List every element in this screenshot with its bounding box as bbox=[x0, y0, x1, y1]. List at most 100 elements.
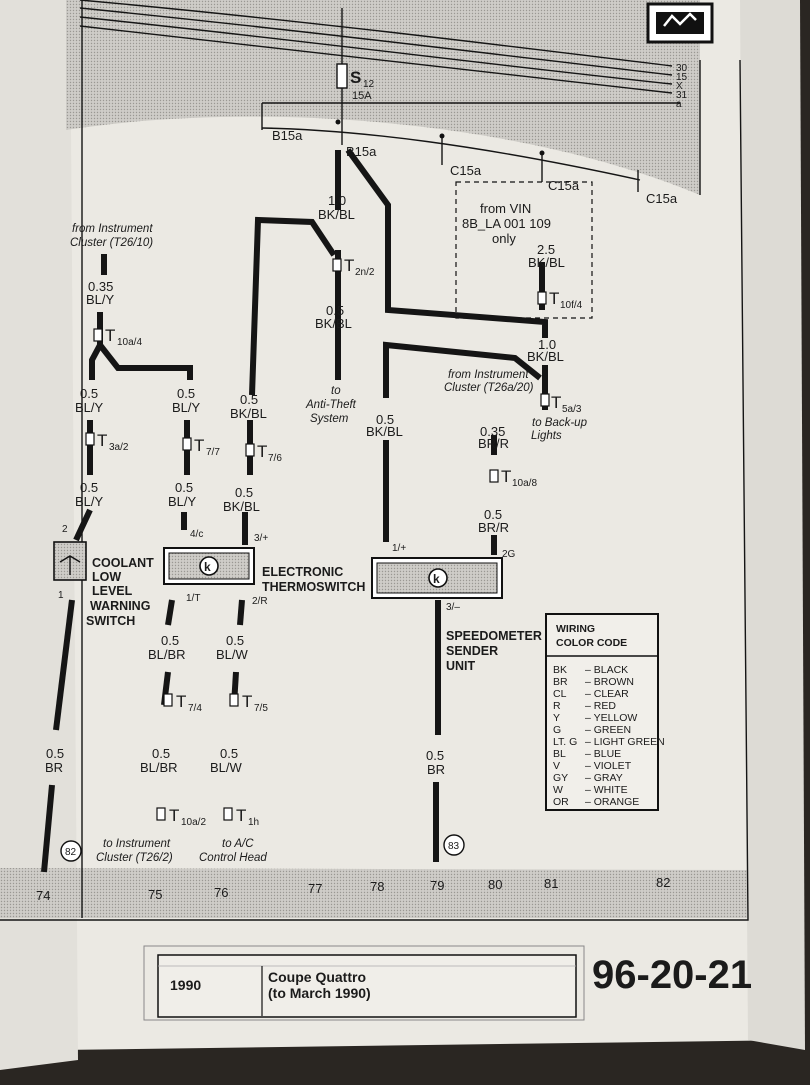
vin-dashed-box bbox=[455, 181, 593, 319]
legend-code: V bbox=[553, 760, 560, 772]
legend-items: BK – BLACK BR – BROWN CL – CLEAR R – RED… bbox=[553, 664, 665, 808]
wiring-color-legend bbox=[545, 613, 659, 811]
fuse-sub: 12 bbox=[363, 79, 375, 90]
wire-color-w4: BK/BL bbox=[527, 349, 564, 364]
legend-code: Y bbox=[553, 712, 560, 724]
conn-t3a2-sub: 3a/2 bbox=[109, 442, 129, 453]
wire-gauge-w5: 0.35 bbox=[88, 279, 113, 294]
thermo-l1: ELECTRONIC bbox=[262, 565, 343, 579]
wire-gauge-w10: 0.35 bbox=[480, 424, 505, 439]
wire-color-w3: BK/BL bbox=[528, 255, 565, 270]
left-page-edge bbox=[0, 0, 78, 1070]
anti-theft-l1: to bbox=[331, 385, 341, 397]
rail-label-30: 30 bbox=[676, 63, 688, 74]
page-number: 96-20-21 bbox=[592, 953, 752, 997]
pin-2g: 2G bbox=[502, 549, 516, 560]
column-79: 79 bbox=[430, 878, 444, 893]
pin-coolant-2: 2 bbox=[62, 524, 68, 535]
pin-2r: 2/R bbox=[252, 596, 268, 607]
wire-gauge-w2: 0.5 bbox=[326, 303, 344, 318]
to-ac-l1: to A/C bbox=[222, 838, 254, 850]
footer-model-2: (to March 1990) bbox=[268, 985, 371, 1001]
conn-t77-main: T bbox=[194, 436, 204, 455]
rail-label-a: a bbox=[676, 99, 682, 110]
right-page-edge bbox=[740, 0, 805, 1050]
wire-gauge-w11: 0.5 bbox=[80, 480, 98, 495]
ground-82-label: 82 bbox=[65, 847, 77, 858]
legend-code: R bbox=[553, 700, 561, 712]
footer-frame bbox=[143, 945, 585, 1021]
rail-band bbox=[66, 0, 700, 195]
wire-gauge-w15: 0.5 bbox=[161, 633, 179, 648]
column-81: 81 bbox=[544, 876, 558, 891]
conn-t76-sub: 7/6 bbox=[268, 453, 282, 464]
bus-b15a-left: B15a bbox=[272, 128, 303, 143]
bus-c15a-1: C15a bbox=[450, 163, 482, 178]
wire-color-w14: BR/R bbox=[478, 520, 509, 535]
from-cluster-1-l2: Cluster (T26/10) bbox=[70, 237, 153, 249]
fuse-id: S bbox=[350, 68, 361, 87]
to-ac-l2: Control Head bbox=[199, 852, 267, 864]
wire-color-w8: BK/BL bbox=[230, 406, 267, 421]
legend-name: – BLACK bbox=[585, 664, 628, 676]
conn-t10f4-sub: 10f/4 bbox=[560, 300, 583, 311]
rail-label-31: 31 bbox=[676, 90, 688, 101]
wire-color-w11: BL/Y bbox=[75, 494, 104, 509]
legend-code: G bbox=[553, 724, 561, 736]
wire-gauge-w12: 0.5 bbox=[175, 480, 193, 495]
conn-t3a2-main: T bbox=[97, 431, 107, 450]
wire-color-w10: BR/R bbox=[478, 436, 509, 451]
ground-82-circle bbox=[60, 840, 82, 862]
conn-t1h-sub: 1h bbox=[248, 817, 259, 828]
pin-1plus: 1/+ bbox=[392, 543, 406, 554]
ground-83-label: 83 bbox=[448, 841, 460, 852]
column-77: 77 bbox=[308, 881, 322, 896]
wire-gauge-w1: 1.0 bbox=[328, 193, 346, 208]
rail-label-x: X bbox=[676, 81, 683, 92]
speedo-l1: SPEEDOMETER bbox=[446, 629, 542, 643]
backup-l2: Lights bbox=[531, 430, 562, 442]
wire-color-w13: BK/BL bbox=[223, 499, 260, 514]
rail-label-15: 15 bbox=[676, 72, 688, 83]
legend-code: BR bbox=[553, 676, 568, 688]
conn-t2n2-main: T bbox=[344, 256, 354, 275]
conn-t5a3-main: T bbox=[551, 393, 561, 412]
wire-color-w16: BL/W bbox=[216, 647, 249, 662]
conn-t10a4-main: T bbox=[105, 326, 115, 345]
legend-code: BK bbox=[553, 664, 567, 676]
wire-color-w9: BK/BL bbox=[366, 424, 403, 439]
coolant-switch-symbol bbox=[53, 541, 87, 581]
wire-color-w2: BK/BL bbox=[315, 316, 352, 331]
bus-c15a-3: C15a bbox=[646, 191, 678, 206]
fuse-rating: 15A bbox=[352, 90, 372, 102]
footer-year: 1990 bbox=[170, 977, 201, 993]
column-82: 82 bbox=[656, 875, 670, 890]
pin-3minus: 3/– bbox=[446, 602, 460, 613]
frame-lines bbox=[0, 0, 749, 921]
bus-c15a-2: C15a bbox=[548, 178, 580, 193]
power-rails bbox=[79, 0, 680, 104]
wire-gauge-w14: 0.5 bbox=[484, 507, 502, 522]
legend-title-1: WIRING bbox=[556, 623, 595, 635]
legend-name: – CLEAR bbox=[585, 688, 629, 700]
pin-4c: 4/c bbox=[190, 529, 203, 540]
backup-l1: to Back-up bbox=[532, 417, 588, 429]
wire-color-w15: BL/BR bbox=[148, 647, 186, 662]
legend-code: GY bbox=[553, 772, 568, 784]
coolant-l4: WARNING bbox=[90, 599, 150, 613]
conn-t76-main: T bbox=[257, 442, 267, 461]
legend-name: – RED bbox=[585, 700, 616, 712]
pin-3plus: 3/+ bbox=[254, 533, 268, 544]
bus-lines bbox=[261, 103, 641, 192]
legend-code: BL bbox=[553, 748, 566, 760]
legend-name: – GREEN bbox=[585, 724, 631, 736]
wire-color-w12: BL/Y bbox=[168, 494, 197, 509]
wire-gauge-w4: 1.0 bbox=[538, 337, 556, 352]
legend-code: OR bbox=[553, 796, 569, 808]
pin-coolant-1: 1 bbox=[58, 590, 64, 601]
conn-t10f4-main: T bbox=[549, 289, 559, 308]
wire-color-w18: BL/BR bbox=[140, 760, 178, 775]
anti-theft-l2: Anti-Theft bbox=[305, 399, 357, 411]
conn-t10a8-main: T bbox=[501, 467, 511, 486]
